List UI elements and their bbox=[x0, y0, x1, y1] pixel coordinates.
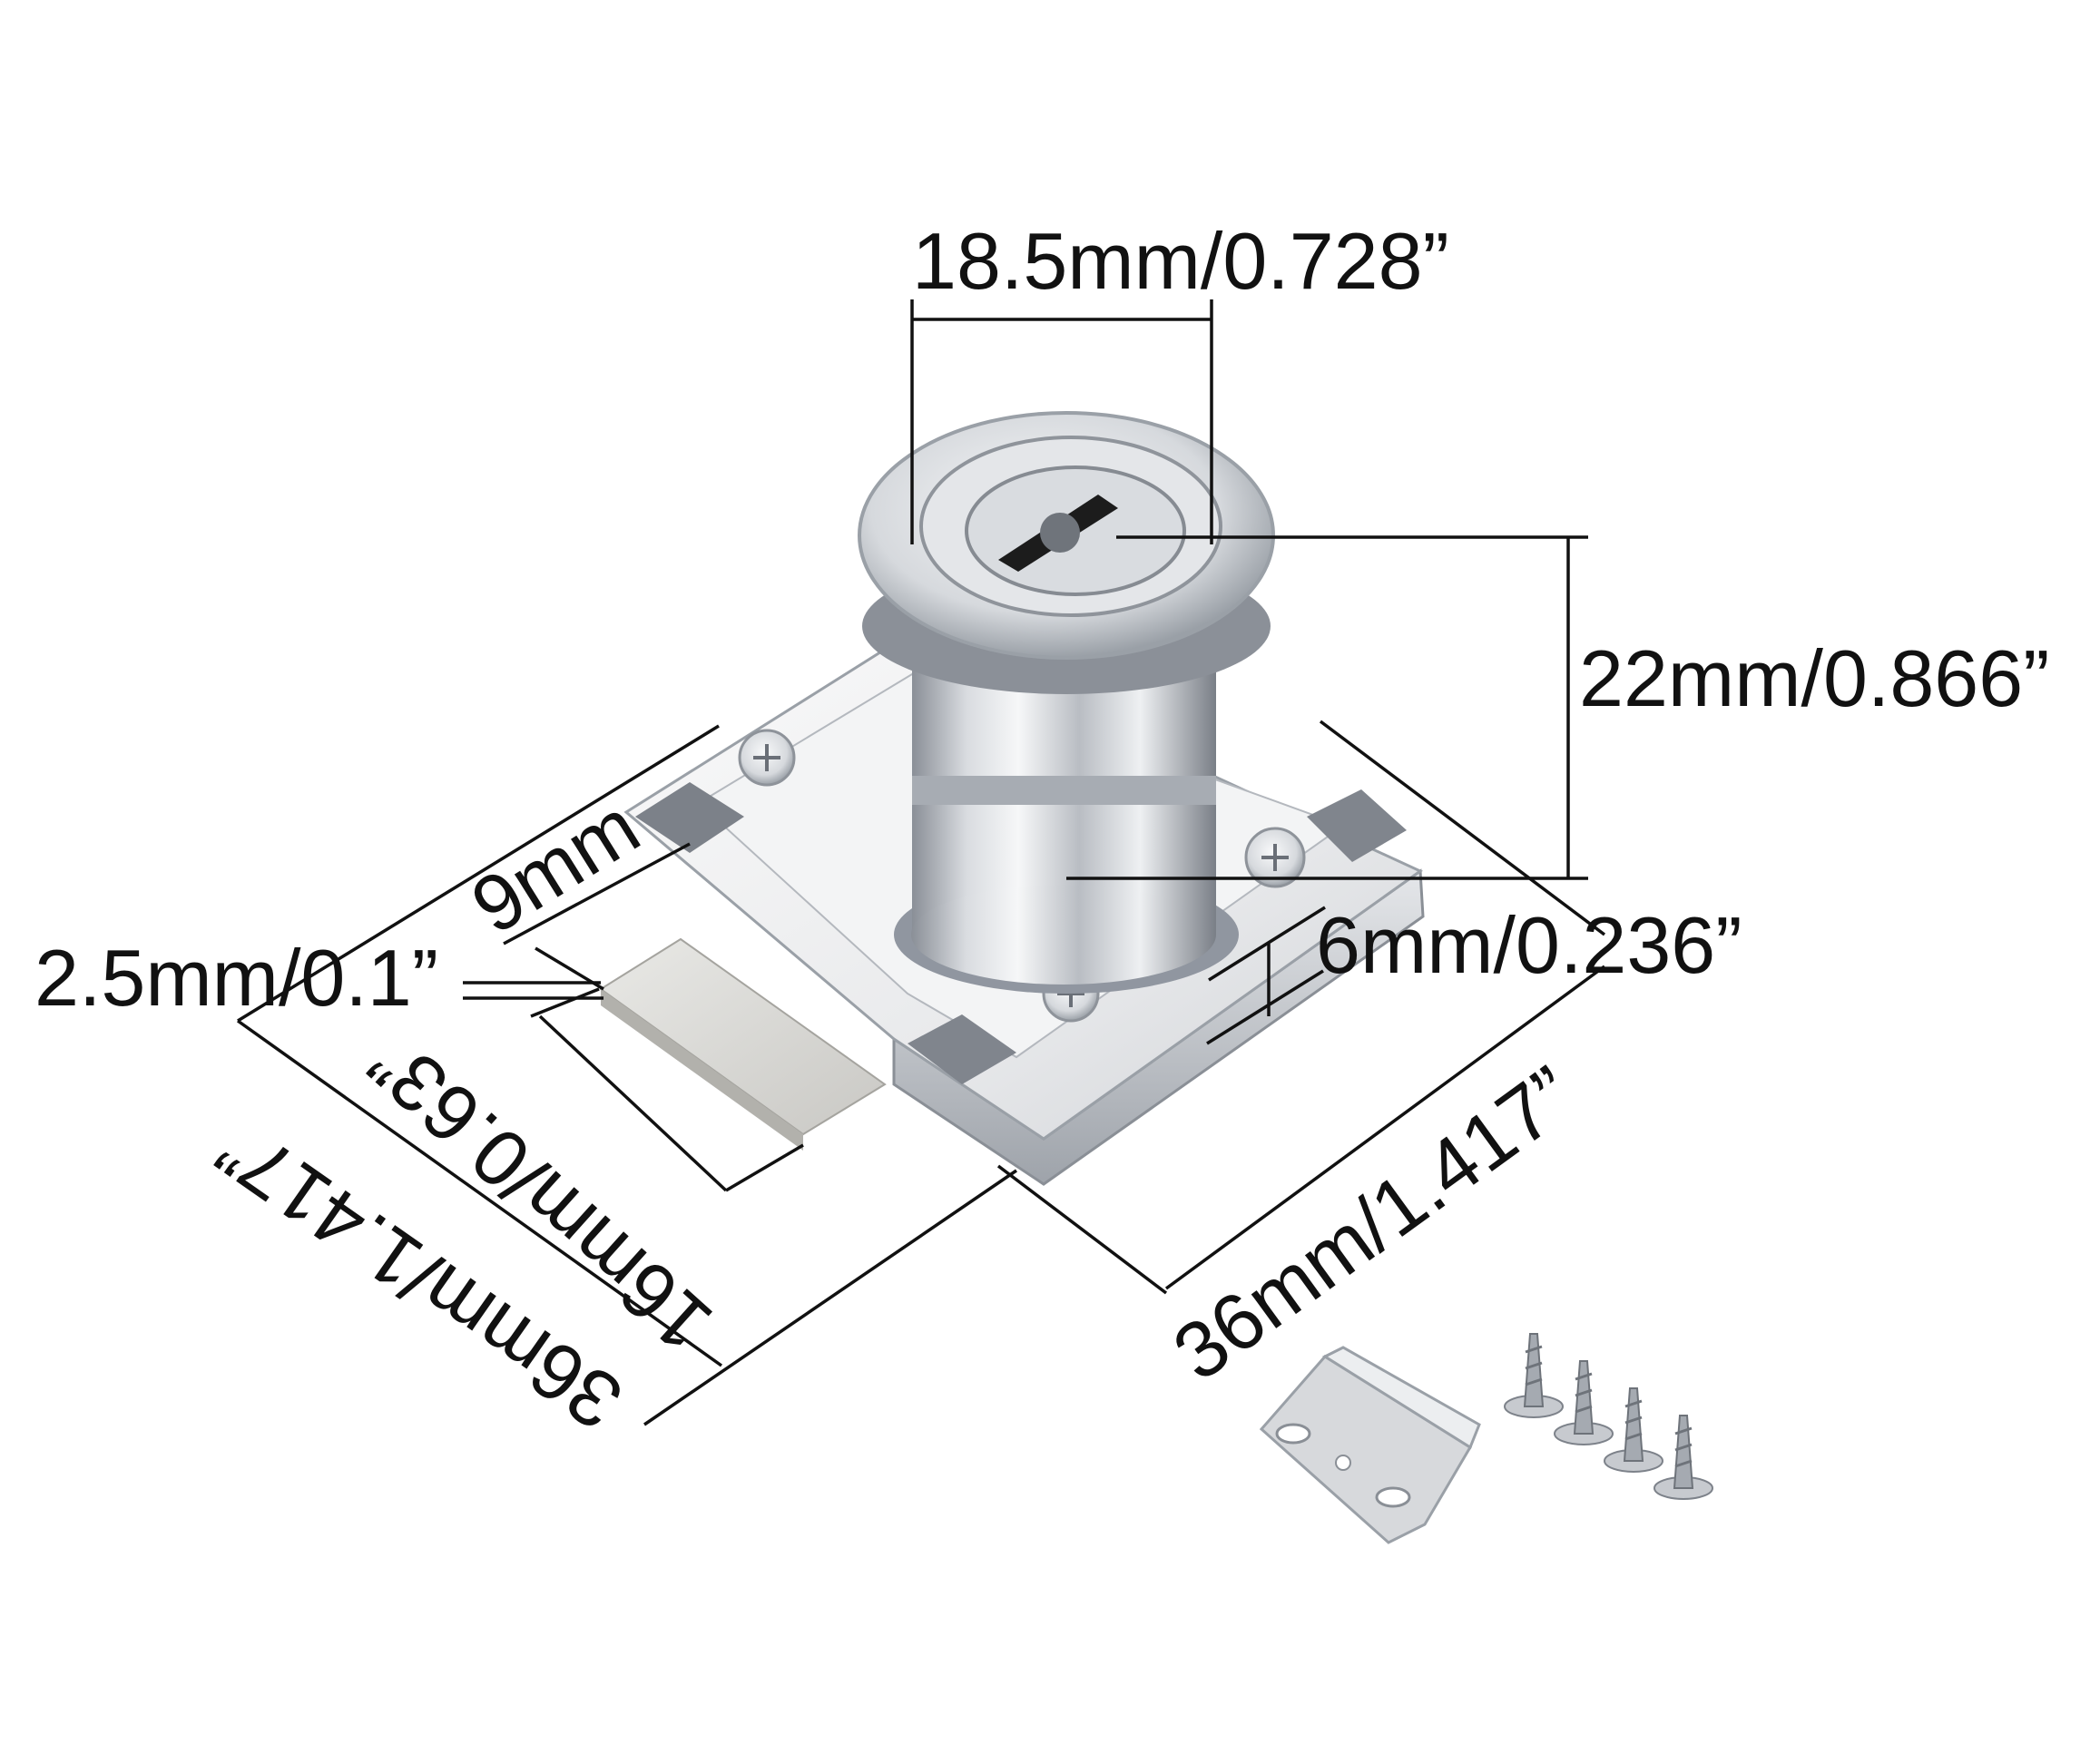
dim-line-width-main bbox=[237, 724, 720, 1023]
strike-plate bbox=[1259, 1346, 1481, 1544]
corner-recess-bottom bbox=[908, 1014, 1016, 1084]
dim-line-depth-main bbox=[1164, 965, 1606, 1290]
dim-line-depth-ext-bottom bbox=[996, 1164, 1168, 1295]
strike-plate-slot-left bbox=[1275, 1423, 1311, 1445]
screw-1 bbox=[1504, 1333, 1564, 1418]
bolt-front-face bbox=[601, 989, 803, 1151]
label-body-depth-right: 36mm/1.417” bbox=[1157, 1049, 1591, 1398]
accessory-screws bbox=[1504, 1333, 1713, 1500]
dim-line-thickness-top bbox=[1208, 906, 1326, 982]
dimension-lines bbox=[236, 299, 1606, 1426]
lock-bolt bbox=[599, 937, 887, 1151]
dim-line-thickness-bottom bbox=[1206, 969, 1324, 1045]
dim-line-width-ext-bottom bbox=[643, 1169, 1017, 1426]
screw-4 bbox=[1654, 1415, 1713, 1500]
strike-plate-slot-right bbox=[1375, 1486, 1411, 1508]
label-cylinder-height: 22mm/0.866” bbox=[1579, 633, 2049, 723]
screw-3 bbox=[1604, 1387, 1663, 1473]
dim-line-width-ext-left bbox=[236, 1019, 723, 1367]
cylinder-ring bbox=[912, 776, 1216, 805]
strike-plate-bend bbox=[1321, 1346, 1481, 1450]
dim-line-bolt-length-main bbox=[538, 1014, 728, 1192]
corner-recess-left bbox=[635, 782, 744, 853]
corner-recess-right bbox=[1307, 789, 1407, 862]
screw-2 bbox=[1554, 1360, 1614, 1445]
dim-line-offset-a bbox=[503, 842, 691, 945]
lock-cylinder bbox=[858, 411, 1275, 994]
dim-line-bolt-length-ext-b bbox=[725, 1143, 804, 1192]
strike-plate-hole bbox=[1335, 1455, 1351, 1471]
label-bolt-thickness: 2.5mm/0.1” bbox=[34, 933, 438, 1023]
dim-line-depth-ext-top bbox=[1319, 720, 1606, 936]
label-cylinder-diameter: 18.5mm/0.728” bbox=[912, 216, 1449, 306]
dim-line-bolt-length-ext bbox=[530, 987, 600, 1018]
label-body-thickness: 6mm/0.236” bbox=[1316, 900, 1742, 990]
strike-plate-face bbox=[1259, 1355, 1473, 1544]
bolt-top-face bbox=[599, 937, 887, 1136]
cylinder-bottom-edge bbox=[911, 885, 1216, 985]
label-bolt-offset: 9mm bbox=[456, 781, 654, 952]
